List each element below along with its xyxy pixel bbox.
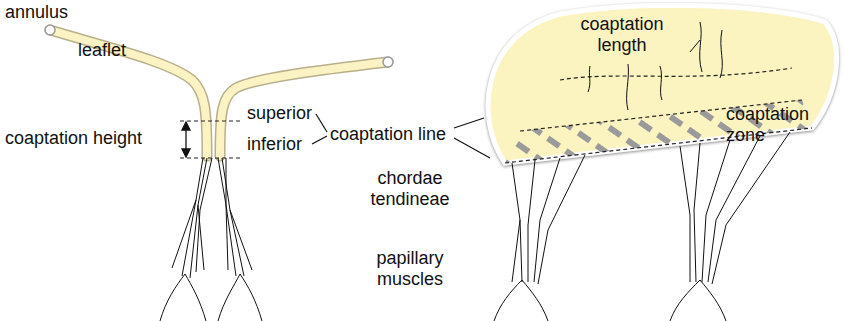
part-label: leaflet <box>78 40 126 61</box>
part-label: coaptation zone <box>726 104 836 146</box>
part-label: chordae tendineae <box>350 168 470 210</box>
dimension-label: coaptation length <box>562 14 682 56</box>
part-label: papillary muscles <box>350 248 470 290</box>
part-label: inferior <box>247 134 302 155</box>
part-label: coaptation line <box>330 124 446 145</box>
part-label: annulus <box>5 2 68 23</box>
dimension-label: coaptation height <box>5 128 142 149</box>
part-label: superior <box>247 103 312 124</box>
